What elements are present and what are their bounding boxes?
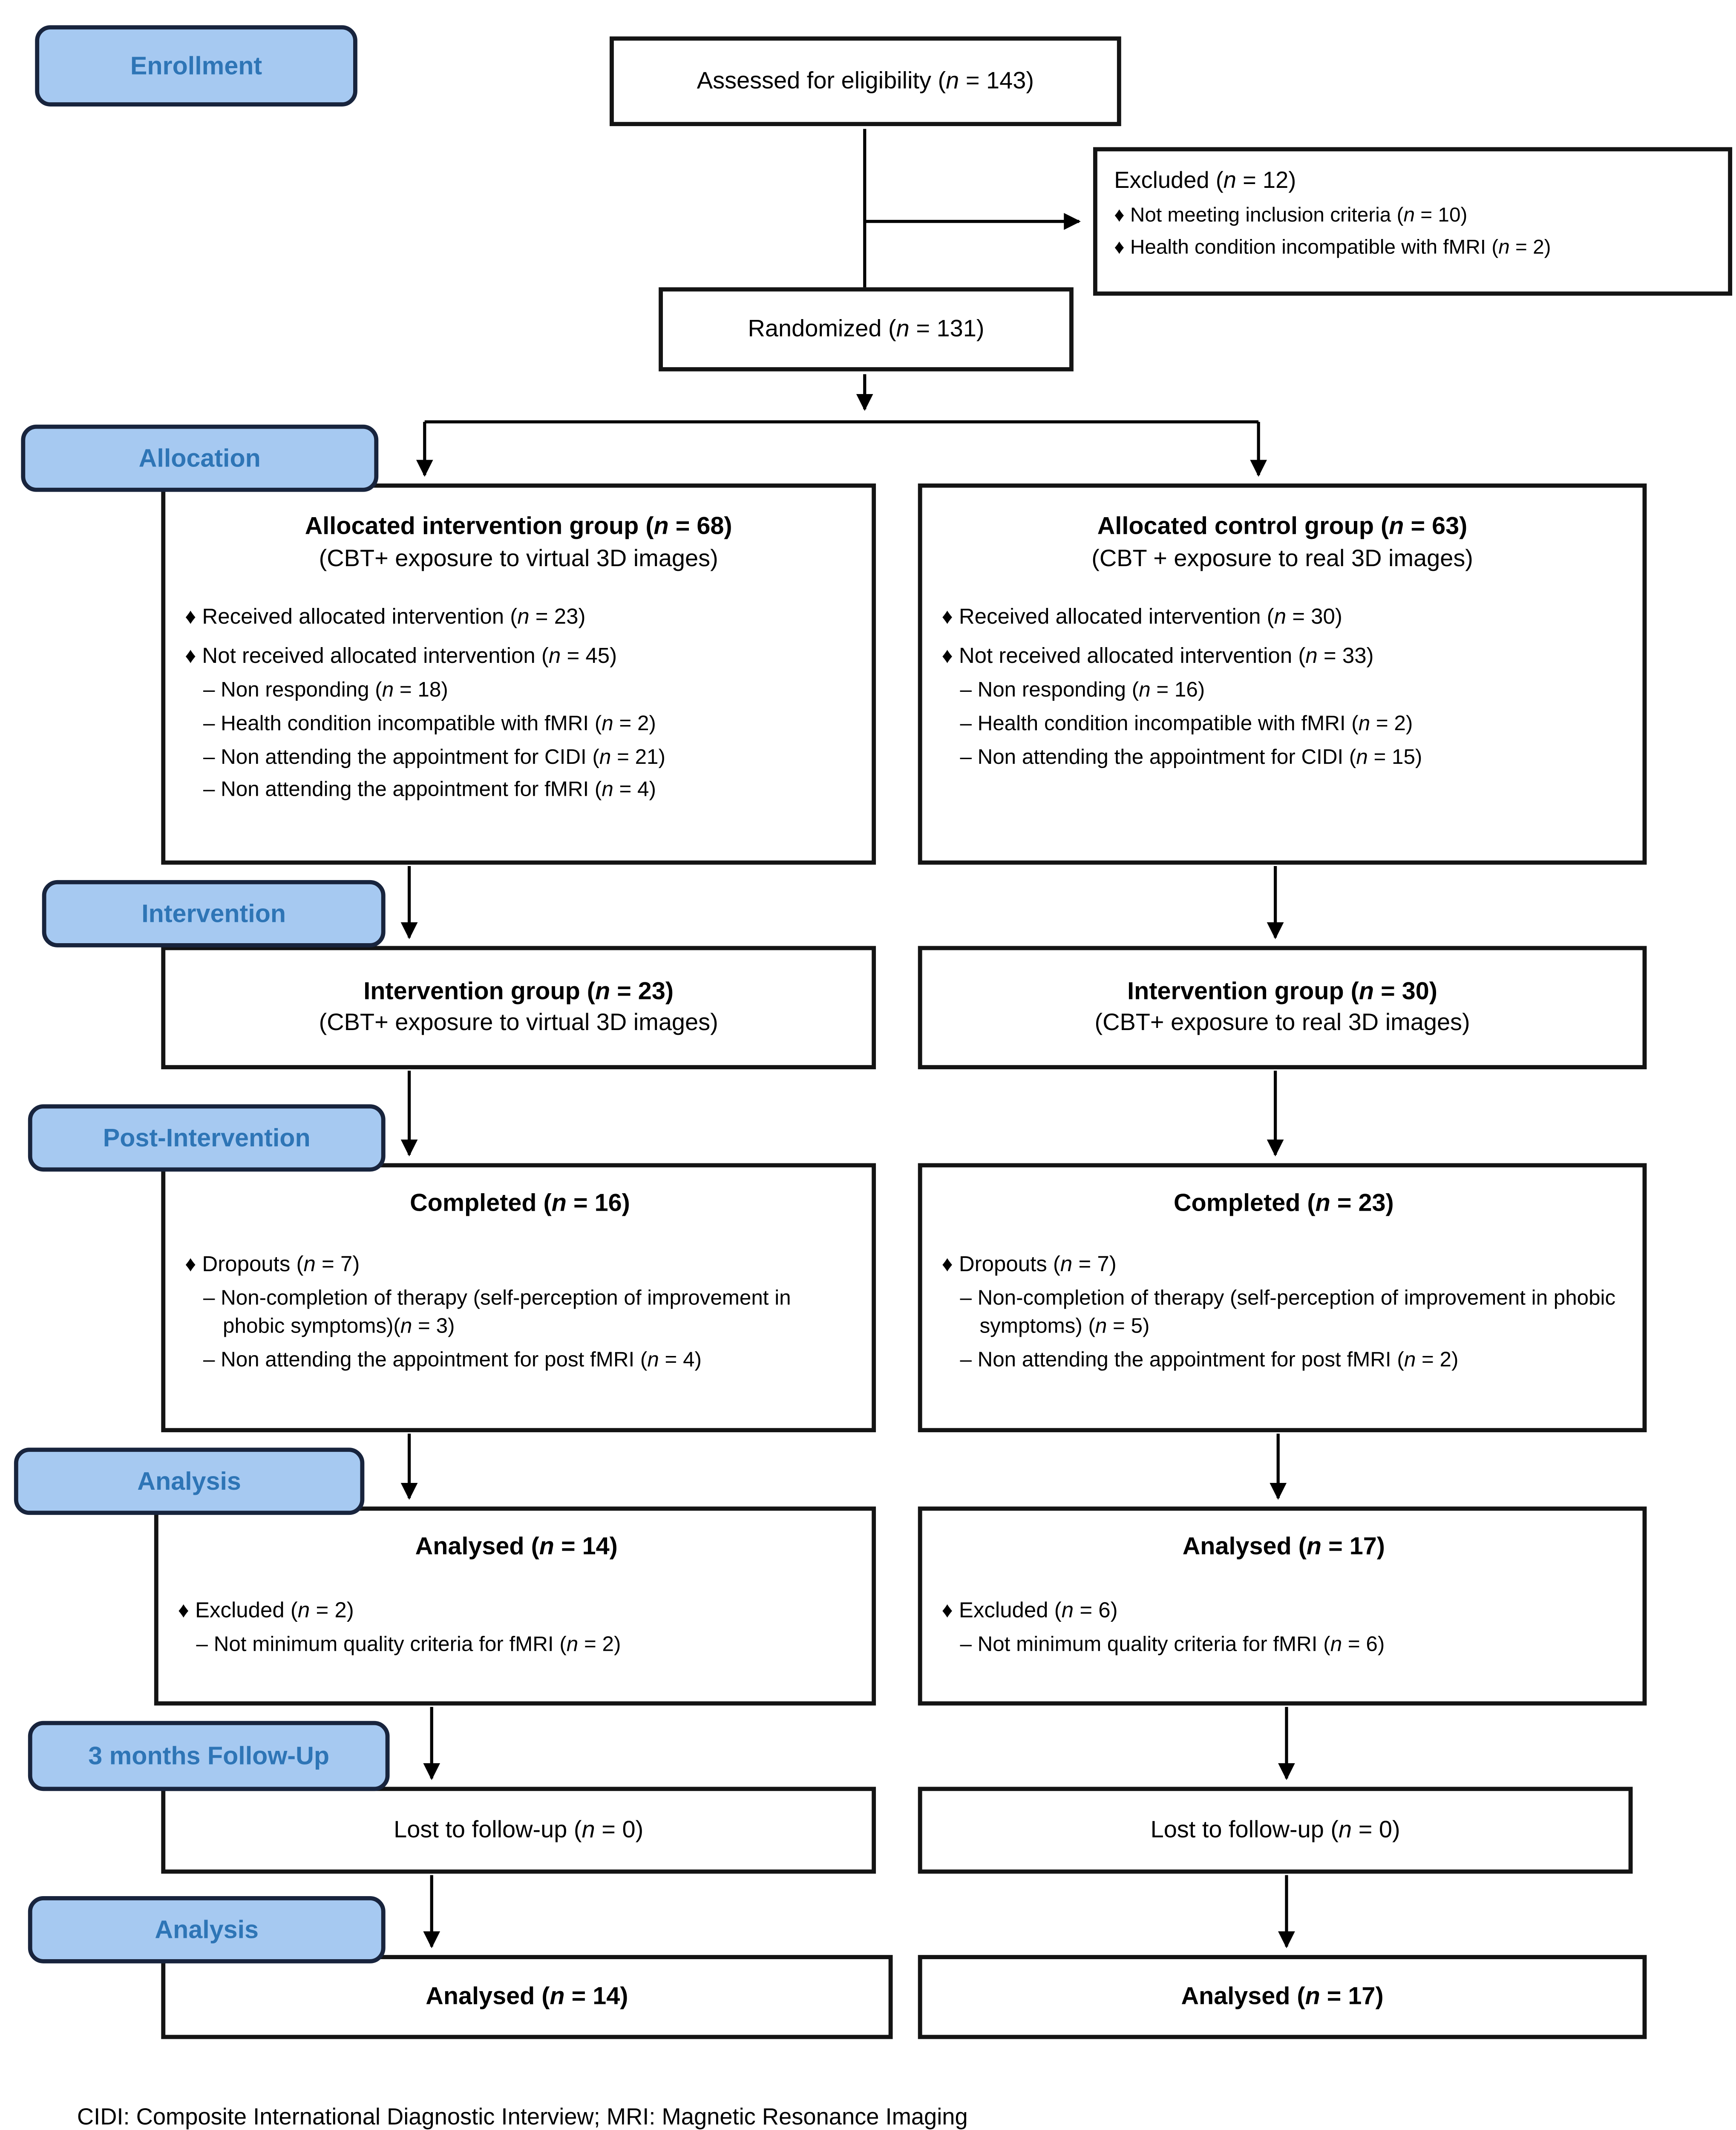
abbreviations-note: CIDI: Composite International Diagnostic… [77, 2105, 968, 2130]
excluded-title: Excluded (n = 12) [1114, 168, 1296, 193]
completed-left-list: ♦ Dropouts (n = 7) [185, 1251, 855, 1280]
completed-right-list: ♦ Dropouts (n = 7) [942, 1251, 1626, 1280]
alloc-right-reason: – Health condition incompatible with fMR… [960, 712, 1413, 736]
completed-left-reasons: – Non-completion of therapy (self-percep… [185, 1284, 855, 1376]
analysed1-left-list: ♦ Excluded (n = 2) [178, 1597, 855, 1626]
analysed1-left-reason: – Not minimum quality criteria for fMRI … [196, 1632, 621, 1656]
alloc-left-reasons: – Non responding (n = 18) – Health condi… [185, 677, 852, 806]
completed-right-reason: – Non attending the appointment for post… [960, 1348, 1459, 1372]
alloc-right-reasons: – Non responding (n = 16) – Health condi… [942, 677, 1623, 773]
randomized-text: Randomized (n = 131) [748, 314, 985, 342]
alloc-right-title: Allocated control group (n = 63) [1097, 511, 1468, 540]
completed-left-title: Completed (n = 16) [410, 1188, 630, 1217]
box-completed-right: Completed (n = 23) ♦ Dropouts (n = 7) – … [918, 1163, 1647, 1433]
excluded-item: ♦ Not meeting inclusion criteria (n = 10… [1114, 205, 1468, 227]
analysed1-left-title: Analysed (n = 14) [415, 1531, 618, 1560]
lost-right-text: Lost to follow-up (n = 0) [1150, 1815, 1400, 1842]
box-lost-followup-left: Lost to follow-up (n = 0) [161, 1787, 876, 1874]
alloc-left-reason: – Non responding (n = 18) [203, 679, 448, 703]
stage-post-intervention: Post-Intervention [28, 1104, 386, 1172]
int-left-title: Intervention group (n = 23) [363, 976, 674, 1005]
box-analysed-first-right: Analysed (n = 17) ♦ Excluded (n = 6) – N… [918, 1506, 1647, 1706]
stage-followup: 3 months Follow-Up [28, 1721, 390, 1791]
excluded-list: ♦ Not meeting inclusion criteria (n = 10… [1114, 204, 1711, 263]
stage-allocation: Allocation [21, 424, 379, 492]
completed-right-reasons: – Non-completion of therapy (self-percep… [942, 1284, 1626, 1376]
analysed-final-left-text: Analysed (n = 14) [426, 1982, 628, 2010]
alloc-left-not-received: ♦ Not received allocated intervention (n… [185, 645, 617, 669]
analysed1-left-reasons: – Not minimum quality criteria for fMRI … [178, 1631, 855, 1660]
lost-left-text: Lost to follow-up (n = 0) [394, 1815, 644, 1842]
box-randomized: Randomized (n = 131) [659, 287, 1074, 371]
completed-left-reason: – Non-completion of therapy (self-percep… [203, 1286, 791, 1339]
alloc-right-not-received: ♦ Not received allocated intervention (n… [941, 645, 1374, 669]
stage-analysis-2: Analysis [28, 1896, 386, 1963]
assessed-text: Assessed for eligibility (n = 143) [697, 66, 1034, 93]
int-left-subtitle: (CBT+ exposure to virtual 3D images) [319, 1009, 718, 1036]
analysed-final-right-text: Analysed (n = 17) [1181, 1982, 1384, 2010]
completed-right-reason: – Non-completion of therapy (self-percep… [960, 1286, 1616, 1339]
analysed1-right-reasons: – Not minimum quality criteria for fMRI … [942, 1631, 1626, 1660]
box-allocated-control-group: Allocated control group (n = 63) (CBT + … [918, 483, 1647, 865]
alloc-left-received: ♦ Received allocated intervention (n = 2… [185, 604, 586, 629]
int-right-title: Intervention group (n = 30) [1127, 976, 1437, 1005]
box-completed-left: Completed (n = 16) ♦ Dropouts (n = 7) – … [161, 1163, 876, 1433]
analysed1-left-excluded: ♦ Excluded (n = 2) [178, 1598, 354, 1623]
alloc-left-list: ♦ Received allocated intervention (n = 2… [185, 603, 852, 673]
excluded-item: ♦ Health condition incompatible with fMR… [1114, 236, 1551, 259]
stage-intervention: Intervention [42, 880, 386, 947]
int-right-subtitle: (CBT+ exposure to real 3D images) [1094, 1009, 1470, 1036]
alloc-right-list: ♦ Received allocated intervention (n = 3… [942, 603, 1623, 673]
alloc-left-subtitle: (CBT+ exposure to virtual 3D images) [319, 544, 718, 571]
box-analysed-final-right: Analysed (n = 17) [918, 1955, 1647, 2039]
alloc-left-title: Allocated intervention group (n = 68) [305, 511, 732, 540]
alloc-left-reason: – Non attending the appointment for fMRI… [203, 778, 656, 803]
completed-left-dropouts: ♦ Dropouts (n = 7) [185, 1252, 360, 1276]
alloc-left-reason: – Non attending the appointment for CIDI… [203, 745, 665, 769]
alloc-right-received: ♦ Received allocated intervention (n = 3… [941, 604, 1342, 629]
box-allocated-intervention-group: Allocated intervention group (n = 68) (C… [161, 483, 876, 865]
box-intervention-group-left: Intervention group (n = 23) (CBT+ exposu… [161, 946, 876, 1070]
analysed1-right-list: ♦ Excluded (n = 6) [942, 1597, 1626, 1626]
box-lost-followup-right: Lost to follow-up (n = 0) [918, 1787, 1633, 1874]
box-analysed-first-left: Analysed (n = 14) ♦ Excluded (n = 2) – N… [154, 1506, 876, 1706]
alloc-right-reason: – Non attending the appointment for CIDI… [960, 745, 1422, 769]
box-intervention-group-right: Intervention group (n = 30) (CBT+ exposu… [918, 946, 1647, 1070]
completed-right-dropouts: ♦ Dropouts (n = 7) [941, 1252, 1117, 1276]
completed-right-title: Completed (n = 23) [1173, 1188, 1394, 1217]
stage-enrollment: Enrollment [35, 25, 357, 107]
alloc-right-subtitle: (CBT + exposure to real 3D images) [1091, 544, 1473, 571]
completed-left-reason: – Non attending the appointment for post… [203, 1348, 702, 1372]
alloc-left-reason: – Health condition incompatible with fMR… [203, 712, 656, 736]
analysed1-right-title: Analysed (n = 17) [1182, 1531, 1385, 1560]
alloc-right-reason: – Non responding (n = 16) [960, 679, 1205, 703]
analysed1-right-reason: – Not minimum quality criteria for fMRI … [960, 1632, 1385, 1656]
box-excluded: Excluded (n = 12) ♦ Not meeting inclusio… [1093, 147, 1733, 296]
stage-analysis-1: Analysis [14, 1448, 365, 1515]
analysed1-right-excluded: ♦ Excluded (n = 6) [941, 1598, 1118, 1623]
box-assessed-eligibility: Assessed for eligibility (n = 143) [610, 36, 1121, 127]
box-analysed-final-left: Analysed (n = 14) [161, 1955, 893, 2039]
